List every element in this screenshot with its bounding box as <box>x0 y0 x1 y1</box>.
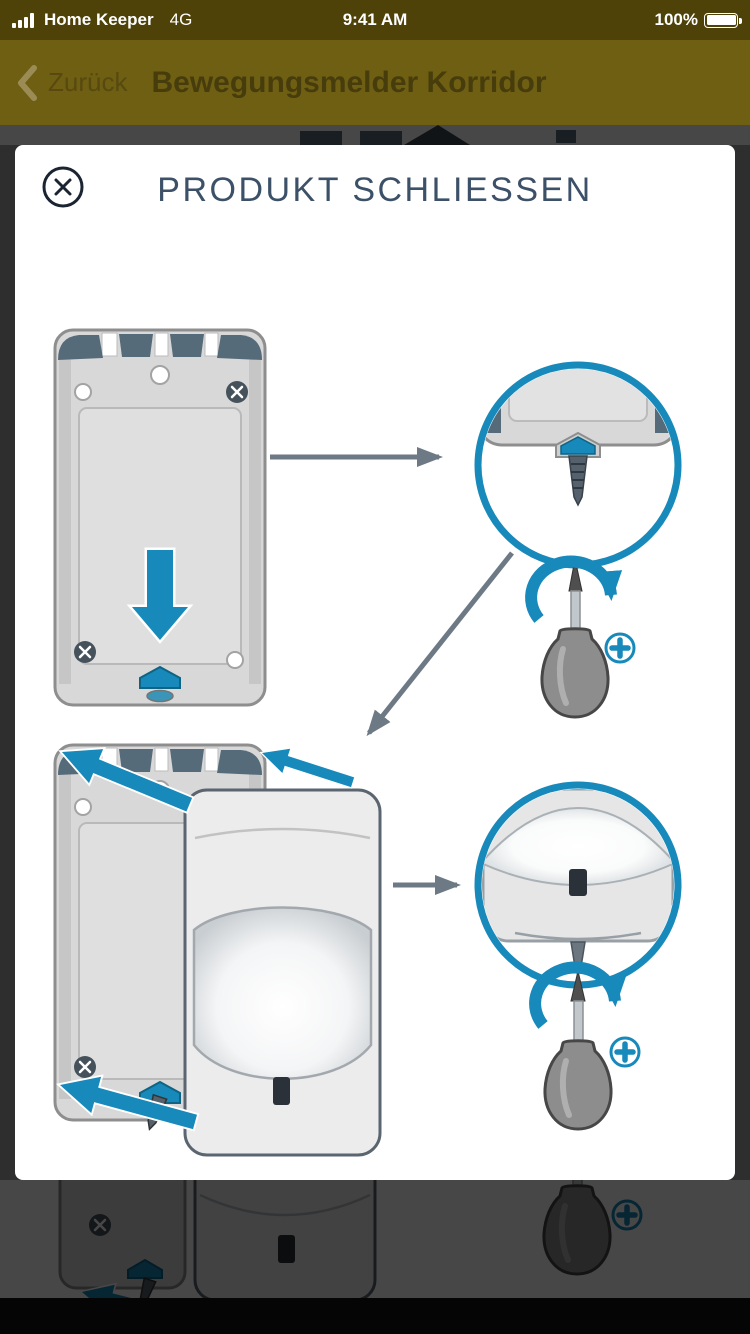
zoom-detail-clip-screw <box>474 361 682 569</box>
carrier-label: Home Keeper <box>44 10 154 29</box>
back-plate-open <box>53 328 267 707</box>
chevron-left-icon <box>18 64 37 101</box>
lens <box>192 906 373 1080</box>
back-button[interactable]: Zurück <box>16 64 127 102</box>
front-cover <box>183 788 382 1157</box>
phillips-screw-icon-1 <box>604 632 636 664</box>
phillips-screw-icon-2 <box>609 1036 641 1068</box>
instruction-modal: PRODUKT SCHLIESSEN <box>15 145 735 1180</box>
assembly-arrow-top-right <box>256 739 358 796</box>
dimmed-background-bottom <box>0 1180 750 1298</box>
page-title: Bewegungsmelder Korridor <box>151 65 547 99</box>
clock-label: 9:41 AM <box>342 10 408 29</box>
rotate-clockwise-arrow-2 <box>529 961 627 1029</box>
arrow-to-step-2 <box>366 551 514 737</box>
led-window <box>273 1077 290 1105</box>
instruction-illustration <box>53 328 682 1157</box>
battery-icon <box>704 12 742 28</box>
back-label: Zurück <box>48 67 128 97</box>
status-bar: Home Keeper 4G 9:41 AM 100% <box>0 0 750 40</box>
rotate-clockwise-arrow-1 <box>525 555 623 623</box>
close-icon <box>42 166 84 208</box>
nav-bar: Zurück Bewegungsmelder Korridor <box>0 40 750 125</box>
zoom-detail-closed-bottom <box>474 781 682 989</box>
close-button[interactable] <box>41 165 85 209</box>
cellular-signal-icon <box>12 13 34 28</box>
dimmed-background-top <box>0 125 750 145</box>
led-window-zoom <box>569 869 587 896</box>
screwdriver-1 <box>542 558 608 717</box>
battery-percentage: 100% <box>654 10 698 29</box>
bottom-bar-area <box>0 1298 750 1334</box>
modal-title: PRODUKT SCHLIESSEN <box>157 171 593 209</box>
close-direction-down-arrow <box>126 547 194 644</box>
network-label: 4G <box>169 10 193 29</box>
screwdriver-2 <box>545 970 611 1129</box>
